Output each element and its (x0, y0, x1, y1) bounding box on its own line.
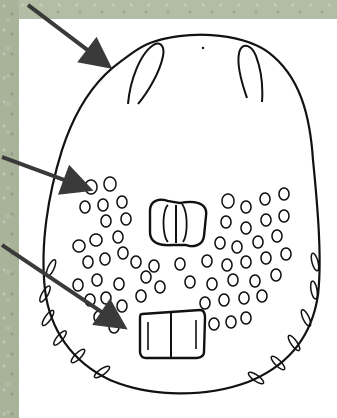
dorsal-dot (202, 47, 204, 49)
right-front-lobe (238, 46, 262, 102)
pointer-arrow-2 (2, 157, 86, 188)
upper-plate (150, 200, 206, 246)
pointer-arrow-3 (2, 245, 121, 325)
pointer-arrow-1 (28, 5, 106, 64)
lower-plate (140, 310, 205, 358)
pore-cluster-right (175, 188, 291, 330)
body-outline (44, 35, 320, 394)
pore-cluster-left (73, 177, 165, 333)
